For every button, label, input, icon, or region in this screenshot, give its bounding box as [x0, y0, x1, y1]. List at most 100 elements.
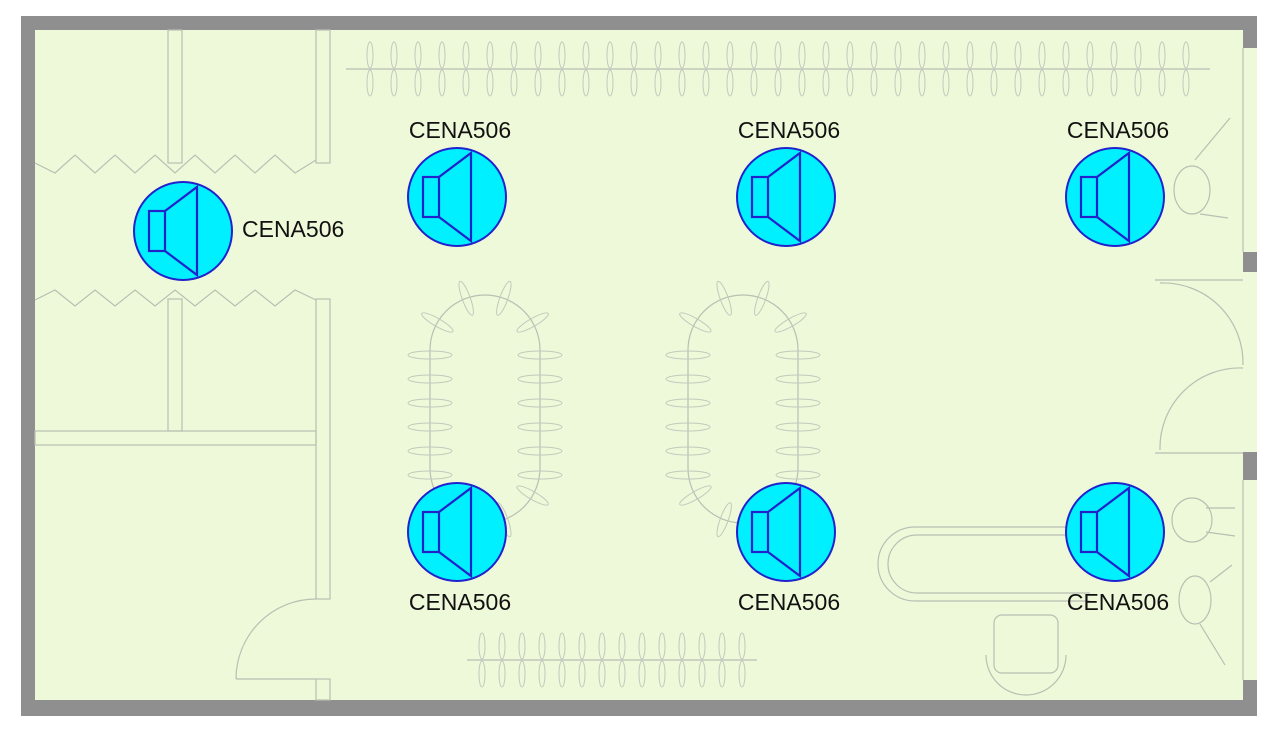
hanger-icon: [618, 632, 626, 660]
hanger-icon: [390, 41, 398, 69]
door-swing-right-top: [1159, 282, 1244, 366]
hanger-icon: [990, 69, 998, 97]
hanger-icon: [366, 69, 374, 97]
speaker-6[interactable]: CENA506: [736, 482, 840, 615]
speaker-circle: [407, 147, 507, 247]
hanger-icon: [538, 660, 546, 688]
speaker-3[interactable]: CENA506: [736, 117, 840, 247]
hanger-icon: [822, 41, 830, 69]
speaker-circle: [133, 181, 233, 281]
hanger-icon: [678, 660, 686, 688]
hanger-icon: [726, 69, 734, 97]
door-swing-left: [235, 598, 317, 680]
hanger-icon: [1038, 41, 1046, 69]
speaker-label: CENA506: [738, 117, 840, 143]
hanger-icon: [517, 398, 563, 408]
hanger-icon: [942, 69, 950, 97]
hanger-icon: [458, 280, 474, 316]
hanger-icon: [774, 69, 782, 97]
hanger-icon: [654, 69, 662, 97]
hanger-icon: [658, 660, 666, 688]
hanger-icon: [414, 69, 422, 97]
hanger-icon: [414, 41, 422, 69]
hanger-icon: [894, 41, 902, 69]
hanger-icon: [1134, 69, 1142, 97]
speaker-label: CENA506: [738, 589, 840, 615]
hanger-icon: [630, 41, 638, 69]
hanger-icon: [774, 41, 782, 69]
speaker-icon: [147, 184, 199, 278]
hanger-icon: [775, 446, 821, 456]
mannequin-middle: [1171, 497, 1236, 543]
hanger-icon: [918, 69, 926, 97]
hanger-icon: [1086, 41, 1094, 69]
speaker-2[interactable]: CENA506: [407, 117, 511, 247]
hanger-icon: [738, 632, 746, 660]
hanger-icon: [606, 41, 614, 69]
speaker-circle: [736, 482, 836, 582]
speaker-icon: [1079, 150, 1131, 244]
hanger-icon: [726, 41, 734, 69]
hanger-icon: [942, 41, 950, 69]
hanger-icon: [498, 660, 506, 688]
hanger-icon: [462, 41, 470, 69]
hanger-icon: [498, 632, 506, 660]
hanger-icon: [510, 69, 518, 97]
hanger-icon: [1014, 41, 1022, 69]
hanger-icon: [421, 312, 454, 333]
hanger-icon: [1182, 41, 1190, 69]
hanger-icon: [1110, 41, 1118, 69]
hanger-icon: [390, 69, 398, 97]
hanger-icon: [798, 41, 806, 69]
hanger-icon: [750, 69, 758, 97]
speaker-icon: [750, 485, 802, 579]
hanger-icon: [407, 398, 453, 408]
hanger-icon: [582, 69, 590, 97]
hanger-icon: [486, 69, 494, 97]
speaker-circle: [407, 482, 507, 582]
speaker-icon: [1079, 485, 1131, 579]
hanger-icon: [1014, 69, 1022, 97]
speaker-label: CENA506: [1067, 117, 1169, 143]
hanger-icon: [679, 312, 712, 333]
curtain-top: [34, 154, 317, 174]
hanger-icon: [750, 41, 758, 69]
hanger-icon: [534, 41, 542, 69]
speaker-5[interactable]: CENA506: [407, 482, 511, 615]
mannequin-bottom: [1178, 564, 1233, 666]
hanger-icon: [1134, 41, 1142, 69]
speaker-icon: [421, 150, 473, 244]
hanger-icon: [462, 69, 470, 97]
speaker-4[interactable]: CENA506: [1065, 117, 1169, 247]
hanger-icon: [517, 470, 563, 480]
hanger-icon: [966, 69, 974, 97]
hanger-icon: [658, 632, 666, 660]
hanger-icon: [966, 41, 974, 69]
speaker-icon: [750, 150, 802, 244]
hanger-icon: [1110, 69, 1118, 97]
sales-counter: [877, 526, 1090, 602]
hanger-icon: [1062, 69, 1070, 97]
hanger-icon: [702, 69, 710, 97]
floor-area: [35, 30, 1243, 700]
hanger-icon: [496, 280, 512, 316]
hanger-icon: [775, 374, 821, 384]
speaker-circle: [1065, 482, 1165, 582]
hanger-icon: [1086, 69, 1094, 97]
speaker-circle: [1065, 147, 1165, 247]
hanger-icon: [665, 398, 711, 408]
hanger-icon: [558, 41, 566, 69]
clothing-rack-top: [346, 41, 1210, 97]
hanger-icon: [517, 350, 563, 360]
speaker-label: CENA506: [409, 589, 511, 615]
speaker-7[interactable]: CENA506: [1065, 482, 1169, 615]
right-wall-window-bottom: [1243, 480, 1257, 680]
hanger-icon: [1158, 69, 1166, 97]
hanger-icon: [486, 41, 494, 69]
hanger-icon: [558, 632, 566, 660]
speaker-1[interactable]: CENA506: [133, 181, 344, 281]
hanger-icon: [407, 446, 453, 456]
hanger-icon: [665, 446, 711, 456]
hanger-icon: [516, 485, 549, 506]
hanger-icon: [638, 632, 646, 660]
